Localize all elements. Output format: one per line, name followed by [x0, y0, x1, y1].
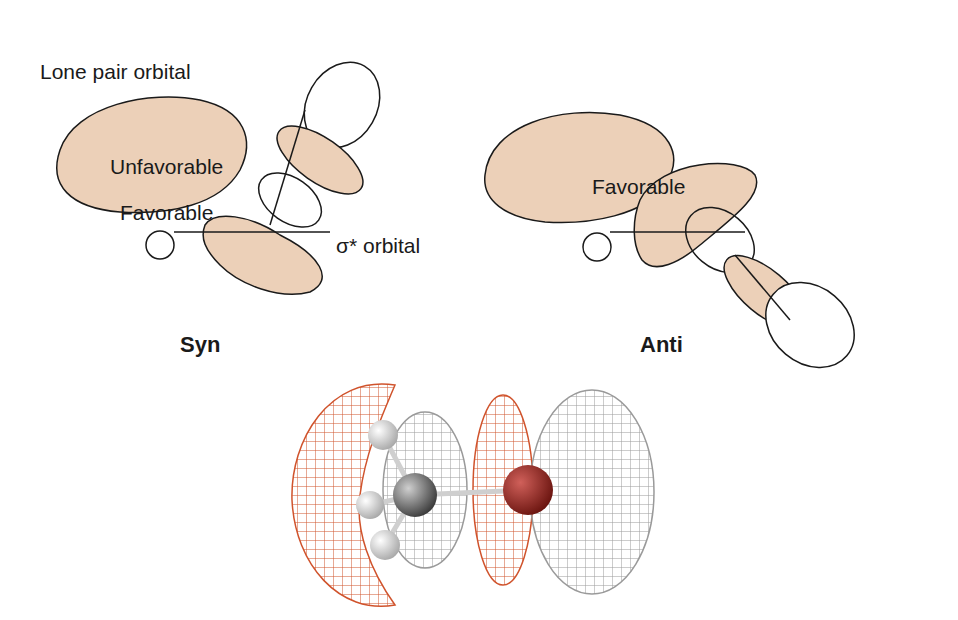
conformer-label: Syn — [180, 333, 220, 357]
lone-pair-lobe — [203, 216, 322, 294]
hydrogen-atom — [370, 530, 400, 560]
carbon-atom — [393, 473, 437, 517]
anti-figure — [485, 113, 871, 385]
bromine-atom — [503, 465, 553, 515]
interaction-label: Favorable — [120, 201, 213, 224]
sigma-star-lobe — [749, 265, 871, 385]
conformer-label: Anti — [640, 333, 683, 357]
bond-axis — [610, 231, 745, 233]
hydrogen-atom — [356, 491, 384, 519]
small-lobe — [583, 233, 611, 261]
bond-axis — [735, 255, 790, 320]
ch3br-model — [292, 384, 654, 606]
mesh-lobe — [292, 384, 395, 606]
orbital-label: σ* orbital — [336, 234, 420, 257]
syn-figure — [57, 49, 395, 295]
lone-pair-lobe — [57, 97, 247, 212]
interaction-label: Unfavorable — [110, 155, 223, 178]
figure-heading: Lone pair orbital — [40, 60, 191, 83]
bond-axis — [174, 231, 330, 233]
hydrogen-atom — [368, 420, 398, 450]
bond-axis — [270, 110, 305, 225]
interaction-label: Favorable — [592, 175, 685, 198]
small-lobe — [146, 231, 174, 259]
